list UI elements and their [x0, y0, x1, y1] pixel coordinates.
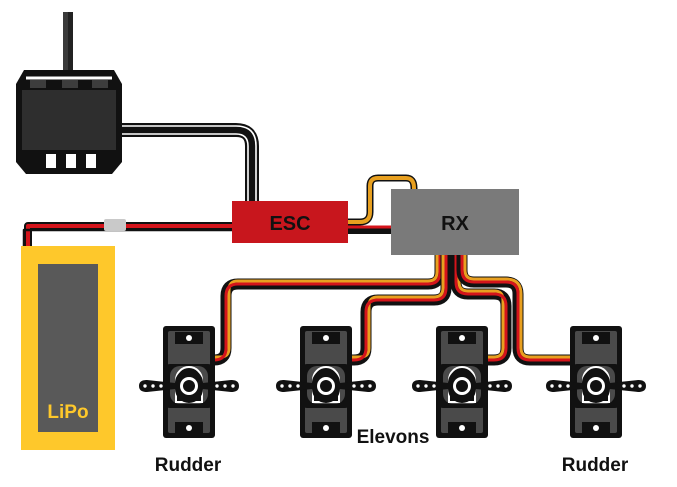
servo-wires [22, 123, 574, 366]
brushless-motor-icon [16, 12, 122, 174]
rudder-right-label: Rudder [562, 455, 629, 476]
rx-label: RX [441, 213, 469, 235]
servo-icon [545, 325, 647, 439]
receiver-module: RX [391, 189, 519, 255]
lipo-label: LiPo [47, 402, 88, 423]
lipo-battery: LiPo [21, 246, 115, 450]
esc-label: ESC [269, 213, 310, 235]
esc-module: ESC [232, 201, 348, 243]
servo-icon [411, 325, 513, 439]
rudder-left-label: Rudder [155, 455, 222, 476]
elevons-label: Elevons [357, 427, 430, 448]
